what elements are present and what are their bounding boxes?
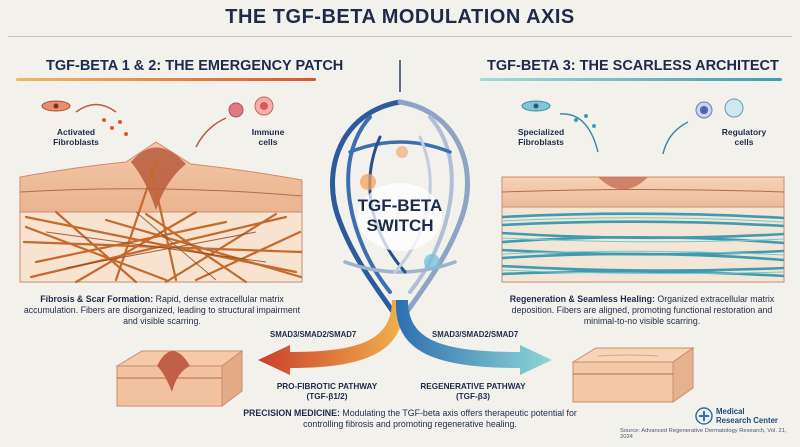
logo-line1: Medical: [716, 407, 745, 416]
regenerative-pathway-name: REGENERATIVE PATHWAY: [420, 382, 526, 391]
tgf-beta-switch-illustration: [330, 99, 470, 325]
regeneration-description: Regeneration & Seamless Healing: Organiz…: [496, 294, 788, 327]
healed-skin-block: [571, 347, 695, 403]
smad-label-right: SMAD3/SMAD2/SMAD7: [432, 330, 519, 339]
switch-label: TGF-BETA SWITCH: [340, 196, 460, 236]
regeneration-description-title: Regeneration & Seamless Healing:: [509, 294, 655, 304]
regeneration-description-text: Organized extracellular matrix depositio…: [511, 294, 775, 326]
scarred-skin-block: [115, 350, 244, 407]
smad-label-left: SMAD3/SMAD2/SMAD7: [270, 330, 357, 339]
source-citation: Source: Advanced Regenerative Dermatolog…: [620, 428, 787, 440]
regenerative-pathway-label: REGENERATIVE PATHWAY (TGF-β3): [408, 382, 538, 402]
switch-label-line2: SWITCH: [366, 216, 434, 235]
precision-medicine-title: PRECISION MEDICINE:: [243, 408, 340, 418]
left-section-title: TGF-BETA 1 & 2: THE EMERGENCY PATCH: [46, 58, 344, 74]
label-regulatory-cells: Regulatory cells: [721, 127, 767, 147]
precision-medicine-note: PRECISION MEDICINE: Modulating the TGF-b…: [240, 408, 580, 430]
regenerative-skin-illustration: [501, 98, 785, 283]
fibrosis-description: Fibrosis & Scar Formation: Rapid, dense …: [16, 294, 308, 327]
medical-research-center-logo-text: Medical Research Center: [716, 407, 778, 425]
label-activated-fibroblasts: Activated Fibroblasts: [53, 127, 99, 147]
pro-fibrotic-pathway-isoform: (TGF-β1/2): [306, 392, 348, 401]
medical-research-center-logo-icon: [695, 407, 713, 425]
fibrosis-description-title: Fibrosis & Scar Formation:: [40, 294, 154, 304]
pro-fibrotic-pathway-label: PRO-FIBROTIC PATHWAY (TGF-β1/2): [262, 382, 392, 402]
pro-fibrotic-pathway-name: PRO-FIBROTIC PATHWAY: [276, 382, 378, 391]
precision-medicine-text: Modulating the TGF-beta axis offers ther…: [303, 408, 577, 429]
title-divider: [8, 36, 792, 37]
page-title: THE TGF-BETA MODULATION AXIS: [225, 6, 575, 28]
switch-label-line1: TGF-BETA: [357, 196, 443, 215]
label-immune-cells: Immune cells: [251, 127, 285, 147]
left-section-bar: [16, 78, 316, 81]
fibrosis-description-text: Rapid, dense extracellular matrix accumu…: [23, 294, 301, 326]
regenerative-pathway-isoform: (TGF-β3): [455, 392, 491, 401]
fibrotic-skin-illustration: [19, 96, 303, 284]
logo-line2: Research Center: [716, 416, 778, 425]
label-specialized-fibroblasts: Specialized Fibroblasts: [517, 127, 565, 147]
right-section-bar: [480, 78, 782, 81]
right-section-title: TGF-BETA 3: THE SCARLESS ARCHITECT: [487, 58, 779, 74]
